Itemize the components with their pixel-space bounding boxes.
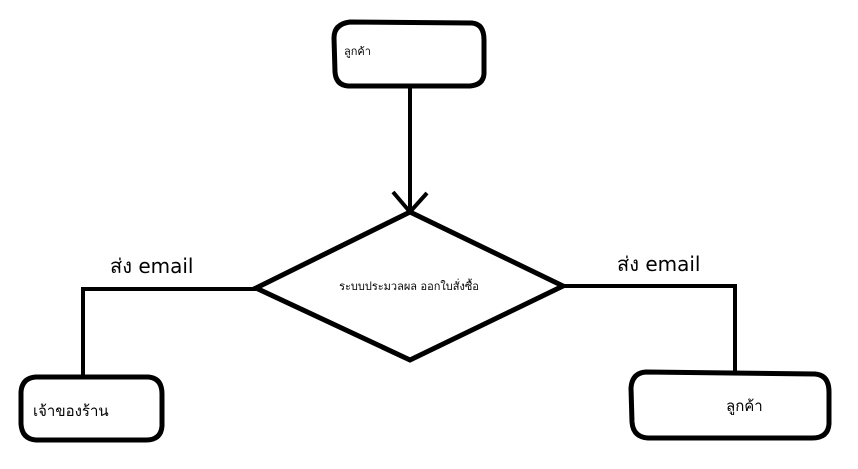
- node-decision-label: ระบบประมวลผล ออกใบสั่งซื้อ: [339, 278, 479, 293]
- edge-label-left: ส่ง email: [110, 254, 194, 278]
- node-shop-owner-shape: [18, 374, 165, 443]
- node-customer-top-shape: [331, 19, 487, 89]
- edge-line-left: [81, 287, 256, 378]
- edge-label-right: ส่ง email: [617, 252, 701, 276]
- node-customer-right-label: ลูกค้า: [726, 397, 763, 415]
- edge-decision-to-owner: ส่ง email: [81, 254, 256, 378]
- node-decision-shape: [250, 209, 569, 363]
- node-shop-owner-label: เจ้าของร้าน: [33, 402, 109, 420]
- edge-line-right: [563, 284, 737, 374]
- node-decision: ระบบประมวลผล ออกใบสั่งซื้อ: [250, 209, 569, 363]
- node-customer-right: ลูกค้า: [628, 369, 832, 441]
- edge-customer-to-decision: [391, 87, 429, 216]
- node-customer-right-shape: [628, 369, 832, 441]
- node-shop-owner: เจ้าของร้าน: [18, 374, 165, 443]
- node-customer-top: ลูกค้า: [331, 19, 487, 89]
- node-customer-top-label: ลูกค้า: [344, 45, 371, 58]
- edge-decision-to-customer: ส่ง email: [563, 252, 737, 374]
